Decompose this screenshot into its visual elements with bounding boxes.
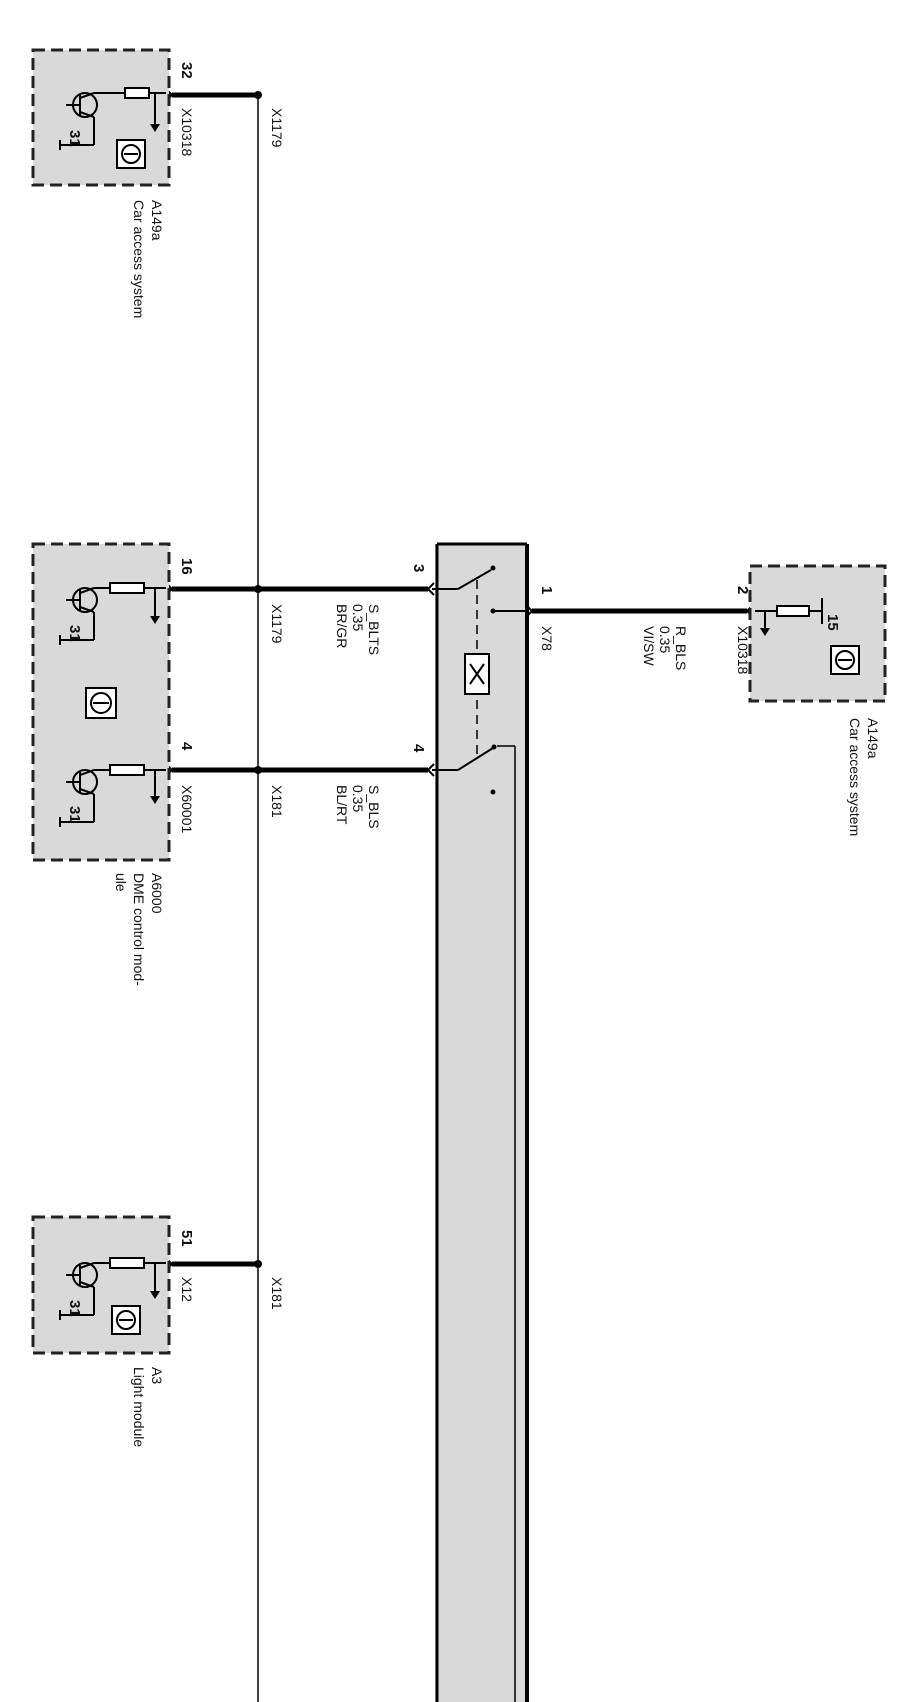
module-name-cont: ule bbox=[113, 873, 129, 892]
splice-label: X181 bbox=[269, 785, 285, 818]
connector-label: X10318 bbox=[179, 108, 195, 156]
pin-label: 1 bbox=[538, 586, 555, 594]
wire-size: 0.35 bbox=[657, 626, 673, 653]
pin-label: 15 bbox=[824, 614, 841, 631]
labels: 32 X10318 X1179 A149a Car access system … bbox=[113, 62, 881, 1447]
wire-signal: S_BLS bbox=[366, 785, 382, 829]
module-name: Light module bbox=[131, 1367, 147, 1447]
wire-size: 0.35 bbox=[350, 604, 366, 631]
module-a149a-top: 31 bbox=[31, 48, 171, 187]
wire-signal: S_BLTS bbox=[366, 604, 382, 655]
pin-label: 4 bbox=[178, 742, 195, 751]
module-code: A149a bbox=[865, 718, 881, 759]
module-a6000: 31 31 bbox=[31, 542, 171, 862]
module-code: A3 bbox=[149, 1367, 165, 1384]
wire-color: BL/RT bbox=[334, 785, 350, 825]
wire-signal: R_BLS bbox=[673, 626, 689, 670]
pin-label: 32 bbox=[178, 62, 195, 79]
splice-dot bbox=[254, 766, 262, 774]
pin-label: 3 bbox=[410, 564, 427, 572]
pin-label: 2 bbox=[734, 586, 751, 594]
module-name: Car access system bbox=[847, 718, 863, 836]
splice-label: X1179 bbox=[269, 108, 285, 148]
connector-label: X78 bbox=[539, 626, 555, 651]
splice-dot bbox=[254, 1260, 262, 1268]
module-code: A6000 bbox=[149, 873, 165, 914]
ground-label: 31 bbox=[66, 625, 83, 642]
brake-light-switch bbox=[432, 542, 529, 1702]
module-a149a-right: 15 bbox=[748, 564, 887, 703]
module-code: A149a bbox=[149, 200, 165, 241]
module-a3: 31 bbox=[31, 1215, 171, 1355]
connector-label: X12 bbox=[179, 1277, 195, 1302]
wire-size: 0.35 bbox=[350, 785, 366, 812]
connector-label: X10318 bbox=[735, 626, 751, 674]
ground-label: 31 bbox=[66, 806, 83, 823]
ground-label: 31 bbox=[66, 1300, 83, 1317]
splice-dot bbox=[254, 585, 262, 593]
switch-actuator-icon bbox=[464, 653, 490, 695]
splice-label: X1179 bbox=[269, 604, 285, 644]
connector-label: X60001 bbox=[179, 785, 195, 833]
pin-label: 16 bbox=[178, 558, 195, 575]
ground-label: 31 bbox=[66, 130, 83, 147]
pin-label: 51 bbox=[178, 1230, 195, 1247]
module-name: Car access system bbox=[131, 200, 147, 318]
module-name: DME control mod- bbox=[131, 873, 147, 986]
wire-color: VI/SW bbox=[641, 626, 657, 666]
splice-dot bbox=[254, 91, 262, 99]
splice-label: X181 bbox=[269, 1277, 285, 1310]
wire-color: BR/GR bbox=[334, 604, 350, 648]
pin-label: 4 bbox=[410, 744, 427, 753]
